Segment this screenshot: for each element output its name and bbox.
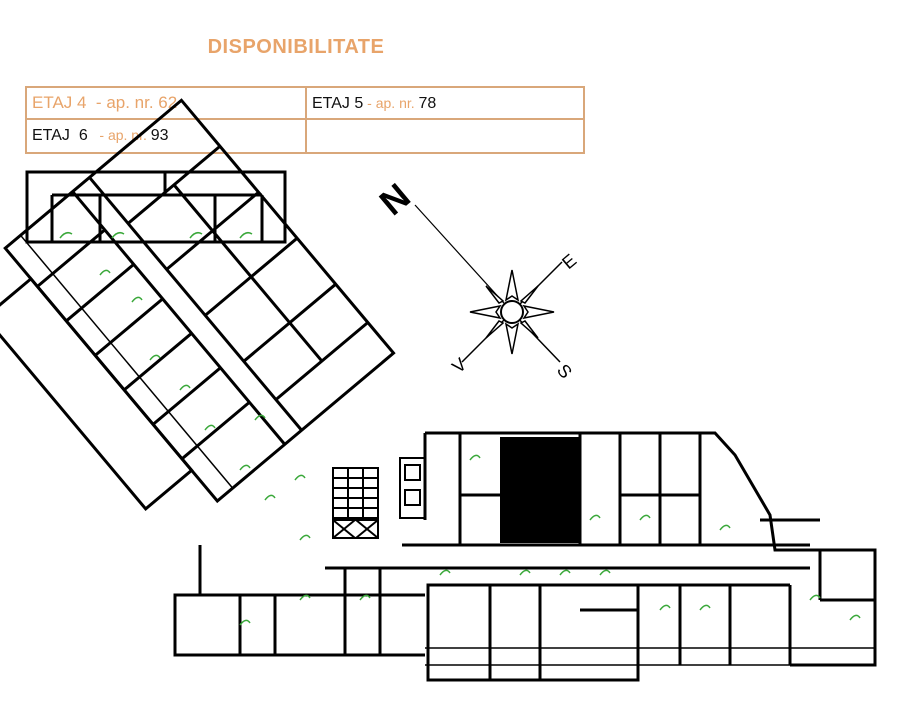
building-lower-block xyxy=(173,545,425,657)
door-swings xyxy=(59,231,861,626)
elevator-shaft xyxy=(332,457,426,539)
floor-label: ETAJ 4 xyxy=(32,93,87,112)
apartment-label: - ap. nr. 62 xyxy=(86,93,178,112)
compass-rose-icon xyxy=(414,204,563,363)
floor-label: ETAJ 6 xyxy=(32,127,88,144)
building-top-block xyxy=(25,170,287,244)
apartment-number: 93 xyxy=(150,127,169,144)
compass-north-label: N xyxy=(372,175,418,223)
compass-east-label: E xyxy=(558,250,580,273)
building-diagonal-wing xyxy=(0,98,396,511)
compass-south-label: S xyxy=(553,360,576,382)
floor-label: ETAJ 5 xyxy=(312,95,364,112)
page-title: DISPONIBILITATE xyxy=(207,36,385,58)
apartment-number: 78 xyxy=(418,95,437,112)
avail-cell-floor-4[interactable]: ETAJ 4 - ap. nr. 62 xyxy=(27,88,307,120)
building-horizontal-wing xyxy=(402,431,877,682)
availability-table: ETAJ 4 - ap. nr. 62 ETAJ 5 - ap. nr. 78 … xyxy=(25,86,585,154)
apartment-label: - ap. nr. xyxy=(363,95,419,111)
avail-cell-floor-5[interactable]: ETAJ 5 - ap. nr. 78 xyxy=(307,88,583,120)
stair-core xyxy=(500,437,580,543)
